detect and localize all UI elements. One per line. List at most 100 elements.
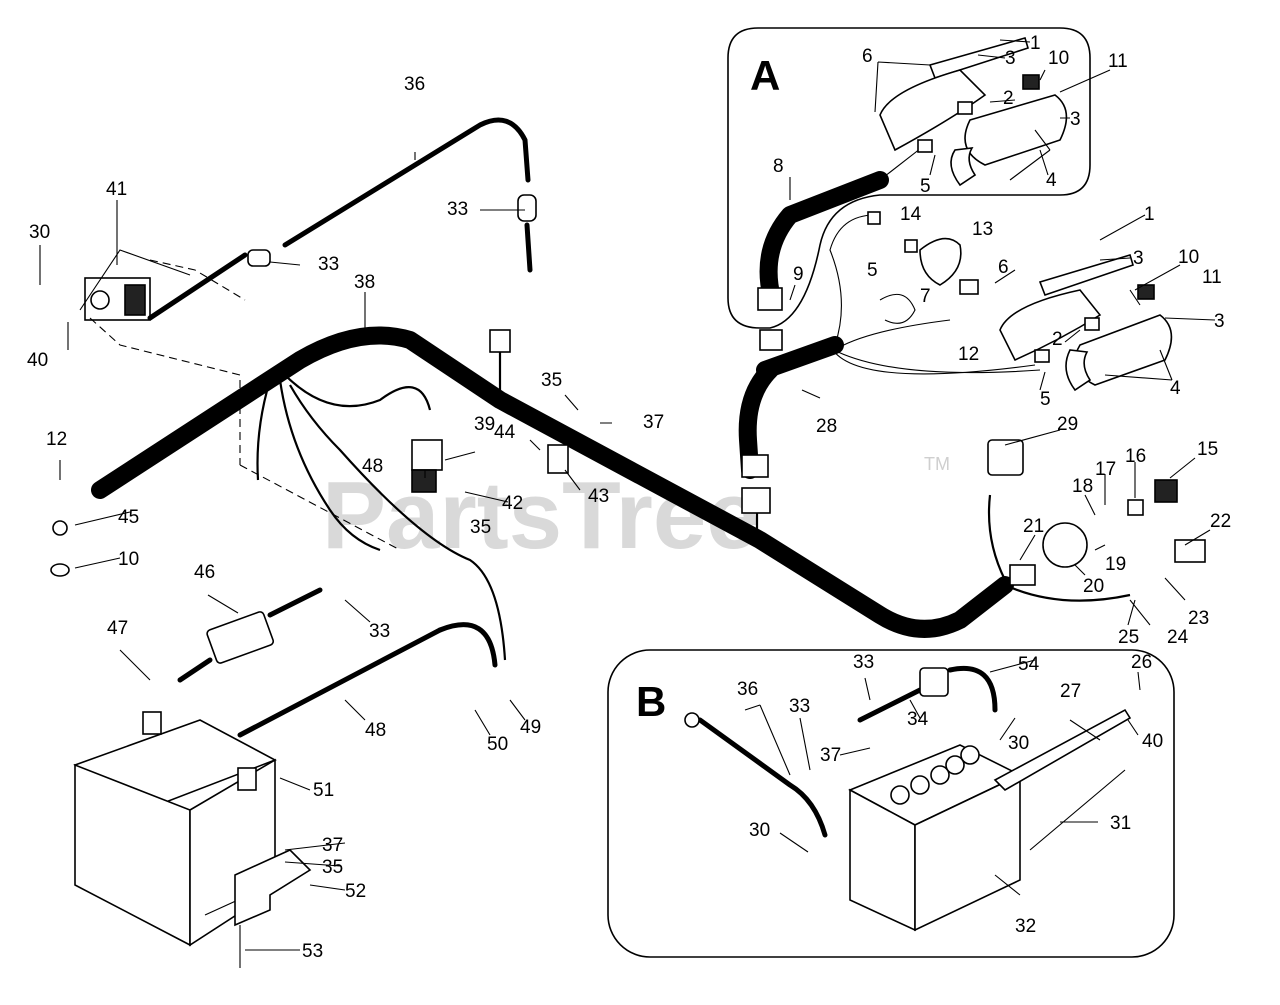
cable-36-b [697, 717, 828, 838]
cable-46 [267, 587, 323, 618]
callout-label: 47 [107, 618, 128, 639]
cover-34 [919, 667, 949, 697]
callout-label: 23 [1188, 608, 1209, 629]
dashed-leader-lower [239, 464, 401, 551]
callout-label: 9 [793, 264, 804, 285]
cover-46 [206, 611, 275, 664]
callout-label: 45 [118, 507, 139, 528]
hold-bar-27 [993, 708, 1132, 791]
key-15 [1154, 479, 1178, 503]
callout-label: 42 [502, 493, 523, 514]
callout-label: 4 [1170, 378, 1181, 399]
main-wire-harness [91, 326, 1014, 638]
grip-assembly-a [879, 37, 1068, 187]
callout-label: 46 [194, 562, 215, 583]
callout-label: 10 [1048, 48, 1069, 69]
wire-ground [256, 379, 272, 481]
callout-label: 25 [1118, 627, 1139, 648]
boot-33-mid [247, 249, 271, 267]
dashed-leader-upper [149, 259, 246, 301]
cable-47 [177, 657, 213, 683]
connector-28-b [741, 487, 771, 514]
wire-loop [284, 374, 432, 411]
callout-label: 30 [1008, 733, 1029, 754]
callout-label: 44 [494, 422, 516, 443]
callout-label: 6 [998, 257, 1009, 278]
callout-label: 43 [588, 486, 609, 507]
inset-b-letter: B [636, 678, 666, 725]
callout-label: 33 [789, 696, 810, 717]
misc-inset-parts [867, 211, 979, 324]
callout-label: 6 [862, 46, 873, 67]
callout-label: 11 [1108, 51, 1128, 72]
callout-label: 53 [302, 941, 323, 962]
cable-48-end [437, 622, 498, 668]
harness-branch-28 [756, 336, 844, 379]
callout-label: 3 [1214, 311, 1225, 332]
connector-top [489, 329, 511, 353]
callout-label: 27 [1060, 681, 1081, 702]
inset-a-frame [727, 27, 1091, 329]
dashed-leader-41 [89, 317, 241, 465]
callout-label: 33 [853, 652, 874, 673]
boot-33-top [517, 194, 537, 222]
callout-label: 20 [1083, 576, 1104, 597]
inset-b-battery-32 [848, 744, 1022, 932]
watermark-text: PartsTree [322, 462, 760, 569]
leader-lines [39, 39, 1216, 951]
harness-branch-8 [759, 171, 889, 307]
wire-to-29 [987, 494, 1006, 581]
callout-label: 37 [820, 745, 841, 766]
callout-label: 18 [1072, 476, 1093, 497]
callout-label: 5 [1040, 389, 1051, 410]
callout-label: 3 [1133, 248, 1144, 269]
connector-28-a [741, 454, 769, 478]
callout-label: 14 [900, 204, 922, 225]
connector-9-b [759, 329, 783, 351]
connector-9 [757, 287, 783, 311]
callout-label: 48 [362, 456, 383, 477]
callout-label: 52 [345, 881, 366, 902]
grip-assembly-main [999, 254, 1173, 392]
callout-label: 35 [470, 517, 491, 538]
callout-label: 50 [487, 734, 508, 755]
callout-label: 40 [27, 350, 48, 371]
watermark-trademark: TM [924, 454, 950, 474]
callout-label: 41 [106, 179, 127, 200]
callout-label: 3 [1070, 109, 1081, 130]
rod-31 [1029, 769, 1126, 851]
callout-label: 21 [1023, 516, 1044, 537]
callout-label: 1 [1030, 33, 1041, 54]
callout-label: 51 [313, 780, 334, 801]
wire-to-ring-49 [289, 384, 507, 661]
callout-label: 11 [1202, 267, 1222, 288]
callout-label: 24 [1167, 627, 1189, 648]
callout-label: 54 [1018, 654, 1040, 675]
thin-wire-4 [829, 344, 1036, 375]
callout-label: 49 [520, 717, 541, 738]
cable-33-upper [147, 252, 248, 321]
callout-label: 10 [1178, 247, 1199, 268]
nut-45 [52, 520, 68, 536]
cable-54 [947, 665, 998, 713]
callout-label: 33 [318, 254, 339, 275]
connector-48 [411, 469, 437, 493]
callout-labels: 1 3 6 10 11 2 3 4 5 8 9 14 13 5 7 12 1 3… [27, 33, 1231, 962]
thin-wire-2 [837, 351, 1041, 374]
callout-label: 38 [354, 272, 375, 293]
cable-33-top [524, 222, 533, 273]
callout-label: 36 [404, 74, 425, 95]
callout-label: 10 [118, 549, 139, 570]
callout-label: 7 [920, 286, 931, 307]
callout-label: 30 [29, 222, 50, 243]
ring-36-b [684, 712, 700, 728]
callout-label: 31 [1110, 813, 1131, 834]
cable-36 [282, 117, 531, 248]
callout-label: 26 [1131, 652, 1152, 673]
callout-label: 1 [1144, 204, 1155, 225]
callout-label: 29 [1057, 414, 1078, 435]
callout-label: 13 [972, 219, 993, 240]
callout-label: 12 [958, 344, 979, 365]
